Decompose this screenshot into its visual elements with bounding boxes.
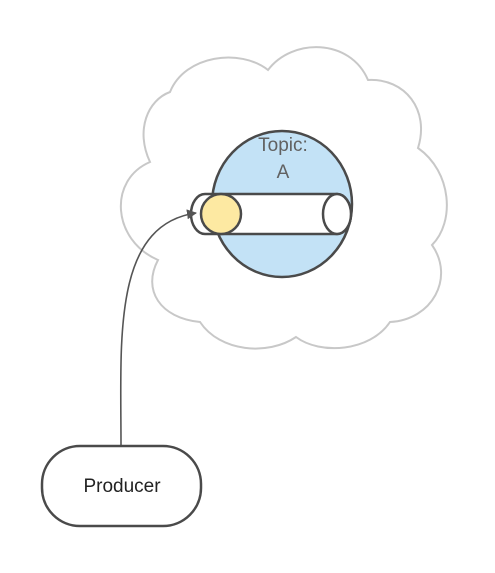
partition-cylinder[interactable] bbox=[189, 192, 353, 236]
produce-arrow bbox=[119, 209, 197, 446]
topic-label-line2: A bbox=[277, 162, 290, 183]
producer-label: Producer bbox=[83, 476, 161, 497]
cluster-cloud bbox=[119, 46, 448, 350]
producer-node[interactable]: Producer bbox=[40, 444, 203, 528]
producer-box bbox=[40, 444, 203, 528]
partition-cylinder-end bbox=[321, 192, 353, 236]
topic-label-line1: Topic: bbox=[258, 135, 308, 156]
message-circle[interactable] bbox=[199, 192, 243, 236]
